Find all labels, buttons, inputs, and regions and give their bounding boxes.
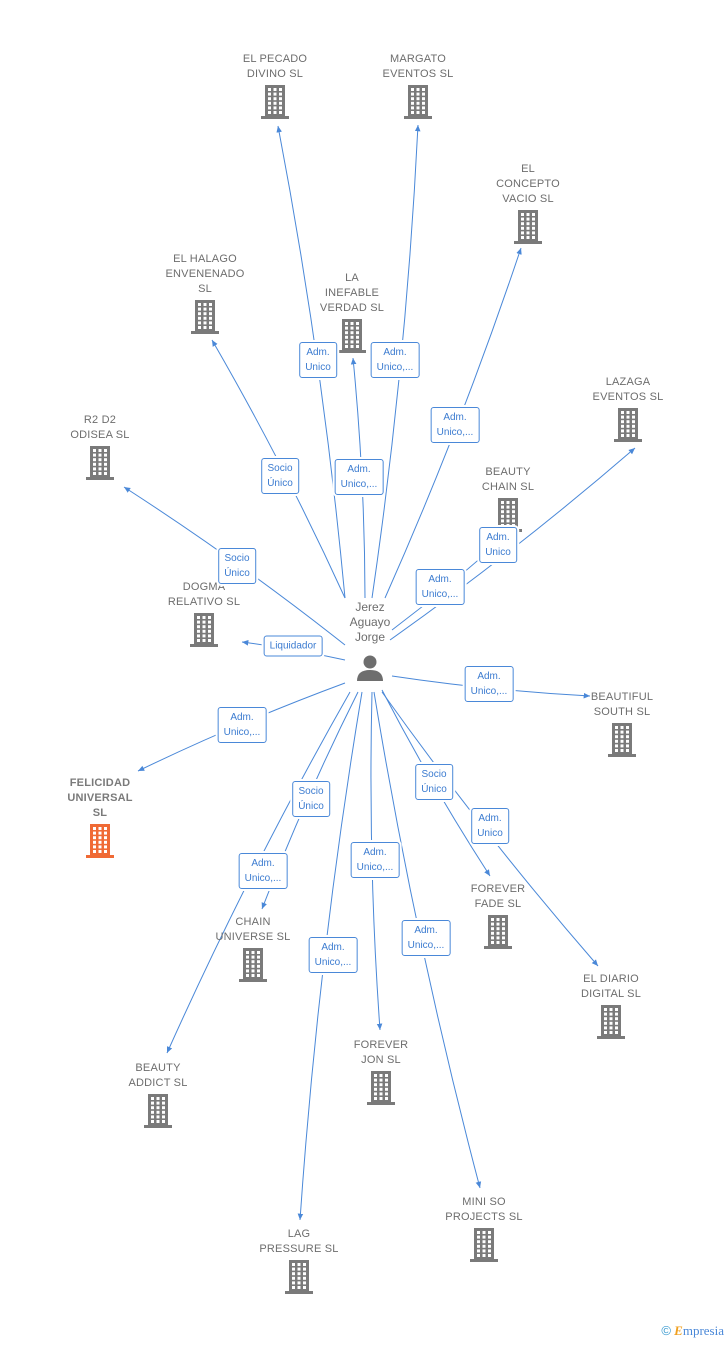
brand-logo-text: mpresia: [682, 1323, 724, 1338]
relation-label[interactable]: Socio Único: [218, 548, 256, 584]
company-label: BEAUTIFUL SOUTH SL: [590, 691, 654, 718]
relation-label[interactable]: Adm. Unico,...: [370, 342, 420, 378]
copyright-icon: ©: [661, 1323, 671, 1338]
relation-label[interactable]: Adm. Unico,...: [334, 459, 384, 495]
building-icon: [608, 723, 636, 757]
company-node-beautiful-south[interactable]: BEAUTIFUL SOUTH SL: [567, 690, 677, 757]
company-label: DOGMA RELATIVO SL: [167, 581, 241, 608]
company-node-chain-universe[interactable]: CHAIN UNIVERSE SL: [198, 915, 308, 982]
building-icon: [367, 1071, 395, 1105]
company-label: LAZAGA EVENTOS SL: [592, 376, 664, 403]
relation-label[interactable]: Adm. Unico: [299, 342, 337, 378]
company-node-beauty-addict[interactable]: BEAUTY ADDICT SL: [103, 1061, 213, 1128]
building-icon: [190, 613, 218, 647]
company-node-r2d2[interactable]: R2 D2 ODISEA SL: [45, 413, 155, 480]
company-node-forever-fade[interactable]: FOREVER FADE SL: [443, 882, 553, 949]
company-label: MARGATO EVENTOS SL: [382, 53, 454, 80]
relation-label[interactable]: Adm. Unico,...: [238, 853, 288, 889]
relation-label[interactable]: Socio Único: [415, 764, 453, 800]
company-label: FELICIDAD UNIVERSAL SL: [67, 777, 133, 819]
company-label: CHAIN UNIVERSE SL: [215, 916, 291, 943]
building-icon: [191, 300, 219, 334]
brand-logo-letter: E: [674, 1323, 683, 1338]
company-label: R2 D2 ODISEA SL: [70, 414, 130, 441]
person-name: Jerez Aguayo Jorge: [349, 600, 391, 644]
relation-label[interactable]: Adm. Unico,...: [430, 407, 480, 443]
relation-label[interactable]: Adm. Unico,...: [415, 569, 465, 605]
building-icon: [470, 1228, 498, 1262]
building-icon: [239, 948, 267, 982]
company-node-mini-so[interactable]: MINI SO PROJECTS SL: [429, 1195, 539, 1262]
company-node-el-concepto[interactable]: EL CONCEPTO VACIO SL: [473, 162, 583, 244]
relation-label[interactable]: Socio Único: [261, 458, 299, 494]
relation-label[interactable]: Adm. Unico,...: [308, 937, 358, 973]
building-icon: [261, 85, 289, 119]
person-node[interactable]: Jerez Aguayo Jorge: [330, 600, 410, 683]
company-label: MINI SO PROJECTS SL: [445, 1196, 523, 1223]
company-label: EL CONCEPTO VACIO SL: [496, 163, 560, 205]
building-icon: [614, 408, 642, 442]
company-label: BEAUTY ADDICT SL: [128, 1062, 188, 1089]
company-label: EL DIARIO DIGITAL SL: [580, 973, 642, 1000]
relation-label[interactable]: Adm. Unico,...: [350, 842, 400, 878]
relation-label[interactable]: Socio Único: [292, 781, 330, 817]
building-icon: [484, 915, 512, 949]
building-icon: [285, 1260, 313, 1294]
company-label: LA INEFABLE VERDAD SL: [319, 272, 385, 314]
company-node-el-diario[interactable]: EL DIARIO DIGITAL SL: [556, 972, 666, 1039]
company-node-margato[interactable]: MARGATO EVENTOS SL: [363, 52, 473, 119]
company-node-felicidad[interactable]: FELICIDAD UNIVERSAL SL: [45, 776, 155, 858]
relation-label[interactable]: Adm. Unico,...: [217, 707, 267, 743]
company-node-lag-pressure[interactable]: LAG PRESSURE SL: [244, 1227, 354, 1294]
company-node-dogma[interactable]: DOGMA RELATIVO SL: [149, 580, 259, 647]
building-icon: [514, 210, 542, 244]
relation-label[interactable]: Adm. Unico: [479, 527, 517, 563]
building-icon: [86, 446, 114, 480]
relation-label[interactable]: Liquidador: [263, 635, 323, 657]
building-icon: [597, 1005, 625, 1039]
company-node-lazaga[interactable]: LAZAGA EVENTOS SL: [573, 375, 683, 442]
company-label: BEAUTY CHAIN SL: [481, 466, 535, 493]
company-label: FOREVER JON SL: [353, 1039, 409, 1066]
company-node-el-pecado[interactable]: EL PECADO DIVINO SL: [220, 52, 330, 119]
person-icon: [357, 655, 383, 681]
relation-label[interactable]: Adm. Unico: [471, 808, 509, 844]
building-icon: [404, 85, 432, 119]
company-label: LAG PRESSURE SL: [259, 1228, 339, 1255]
company-node-beauty-chain[interactable]: BEAUTY CHAIN SL: [453, 465, 563, 532]
company-node-el-halago[interactable]: EL HALAGO ENVENENADO SL: [150, 252, 260, 334]
company-node-forever-jon[interactable]: FOREVER JON SL: [326, 1038, 436, 1105]
building-icon: [338, 319, 366, 353]
company-label: EL PECADO DIVINO SL: [242, 53, 308, 80]
brand-footer: © Empresia: [661, 1323, 724, 1339]
company-node-la-inefable[interactable]: LA INEFABLE VERDAD SL: [297, 271, 407, 353]
relation-label[interactable]: Adm. Unico,...: [464, 666, 514, 702]
company-label: FOREVER FADE SL: [470, 883, 526, 910]
building-icon: [86, 824, 114, 858]
relation-label[interactable]: Adm. Unico,...: [401, 920, 451, 956]
company-label: EL HALAGO ENVENENADO SL: [165, 253, 245, 295]
building-icon: [144, 1094, 172, 1128]
